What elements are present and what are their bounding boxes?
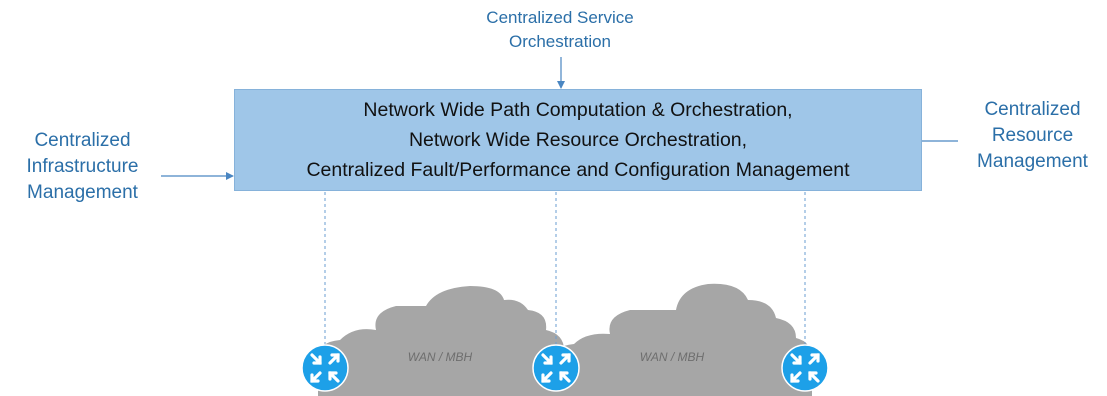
infrastructure-management-label-line3: Management xyxy=(27,182,138,204)
router-icon xyxy=(781,344,829,392)
orchestration-box-line2: Network Wide Resource Orchestration, xyxy=(408,129,748,151)
infrastructure-management-label-line1: Centralized xyxy=(34,130,131,151)
service-orchestration-label: Centralized Service Orchestration xyxy=(460,6,660,54)
resource-management-label: Centralized Resource Management xyxy=(960,97,1105,176)
wan-cloud-1 xyxy=(317,286,564,396)
service-orchestration-label-line1: Centralized Service xyxy=(486,8,634,27)
wan-cloud-label: WAN / MBH xyxy=(407,350,473,364)
router-icon xyxy=(532,344,580,392)
wan-cloud-2 xyxy=(552,283,812,396)
resource-management-label-line2: Resource xyxy=(991,125,1074,147)
infrastructure-management-label: Centralized Infrastructure Management xyxy=(0,128,165,207)
resource-management-label-line3: Management xyxy=(977,151,1088,173)
service-orchestration-label-line2: Orchestration xyxy=(508,32,612,52)
orchestration-box-line3: Centralized Fault/Performance and Config… xyxy=(306,159,850,181)
infrastructure-management-label-line2: Infrastructure xyxy=(26,156,139,178)
wan-cloud-label: WAN / MBH xyxy=(639,350,705,364)
orchestration-box-line1: Network Wide Path Computation & Orchestr… xyxy=(363,99,793,121)
orchestration-box: Network Wide Path Computation & Orchestr… xyxy=(234,89,922,191)
resource-management-label-line1: Centralized xyxy=(984,99,1081,120)
router-icon xyxy=(301,344,349,392)
